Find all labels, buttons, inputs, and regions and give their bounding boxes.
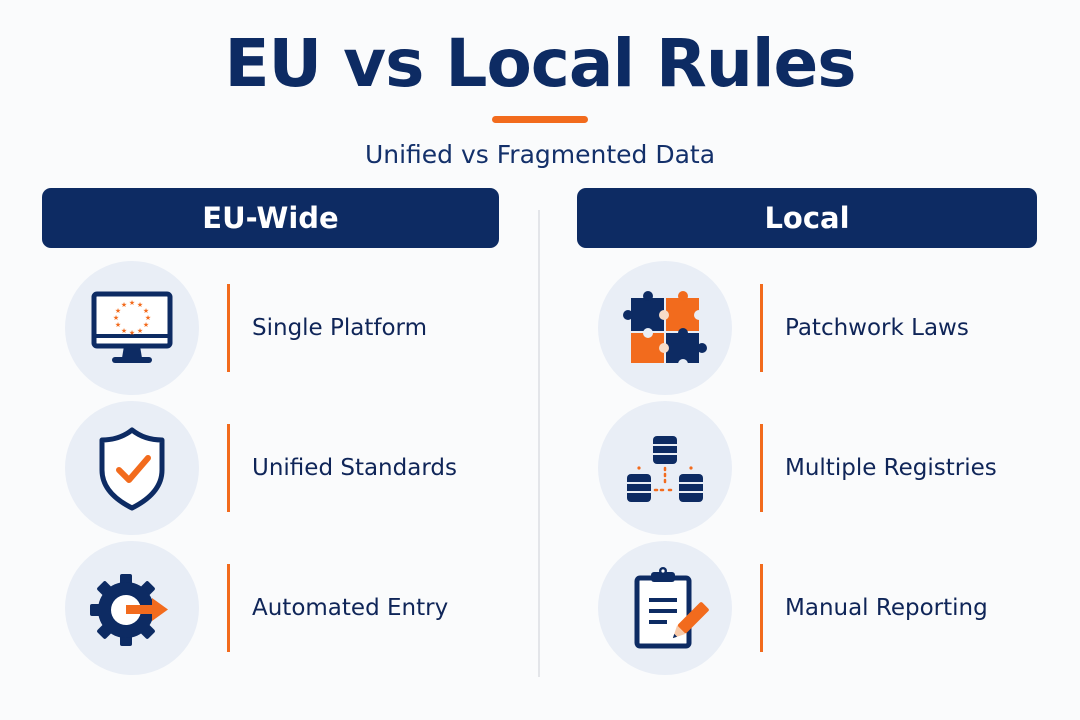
item-label: Unified Standards [252, 455, 457, 481]
svg-text:★: ★ [129, 299, 135, 307]
icon-badge [65, 541, 199, 675]
item-label: Manual Reporting [785, 595, 988, 621]
item-label: Automated Entry [252, 595, 449, 621]
svg-text:★: ★ [115, 321, 121, 329]
svg-text:★: ★ [137, 301, 143, 309]
icon-badge: ★ ★ ★ ★ ★ ★ ★ ★ ★ ★ ★ ★ [65, 261, 199, 395]
accent-bar [227, 564, 230, 652]
column-divider [538, 210, 540, 677]
list-item-automated-entry: Automated Entry [65, 541, 448, 675]
accent-bar [760, 564, 763, 652]
accent-bar [760, 424, 763, 512]
item-label: Multiple Registries [785, 455, 997, 481]
svg-text:★: ★ [137, 327, 143, 335]
puzzle-pieces-icon [623, 291, 707, 369]
accent-bar [227, 284, 230, 372]
column-header-local: Local [577, 188, 1037, 248]
list-item-multiple-registries: Multiple Registries [598, 401, 997, 535]
svg-text:★: ★ [143, 307, 149, 315]
shield-check-icon [99, 427, 165, 511]
svg-text:★: ★ [129, 329, 135, 337]
monitor-eu-stars-icon: ★ ★ ★ ★ ★ ★ ★ ★ ★ ★ ★ ★ [91, 291, 173, 363]
svg-text:★: ★ [121, 301, 127, 309]
title-underline [492, 116, 588, 123]
gear-arrow-icon [90, 574, 168, 646]
page-title: EU vs Local Rules [224, 25, 856, 102]
icon-badge [598, 401, 732, 535]
clipboard-pencil-icon [634, 567, 709, 649]
svg-text:★: ★ [113, 314, 119, 322]
page-subtitle: Unified vs Fragmented Data [364, 140, 716, 169]
list-item-single-platform: ★ ★ ★ ★ ★ ★ ★ ★ ★ ★ ★ ★ Single Platform [65, 261, 427, 395]
item-label: Patchwork Laws [785, 315, 969, 341]
accent-bar [227, 424, 230, 512]
column-header-eu-wide: EU-Wide [42, 188, 499, 248]
svg-text:★: ★ [121, 327, 127, 335]
svg-text:★: ★ [143, 321, 149, 329]
item-label: Single Platform [252, 315, 428, 341]
icon-badge [598, 541, 732, 675]
svg-text:★: ★ [115, 307, 121, 315]
list-item-manual-reporting: Manual Reporting [598, 541, 988, 675]
list-item-unified-standards: Unified Standards [65, 401, 457, 535]
icon-badge [65, 401, 199, 535]
accent-bar [760, 284, 763, 372]
list-item-patchwork-laws: Patchwork Laws [598, 261, 969, 395]
icon-badge [598, 261, 732, 395]
svg-text:★: ★ [145, 314, 151, 322]
database-network-icon [627, 436, 703, 502]
